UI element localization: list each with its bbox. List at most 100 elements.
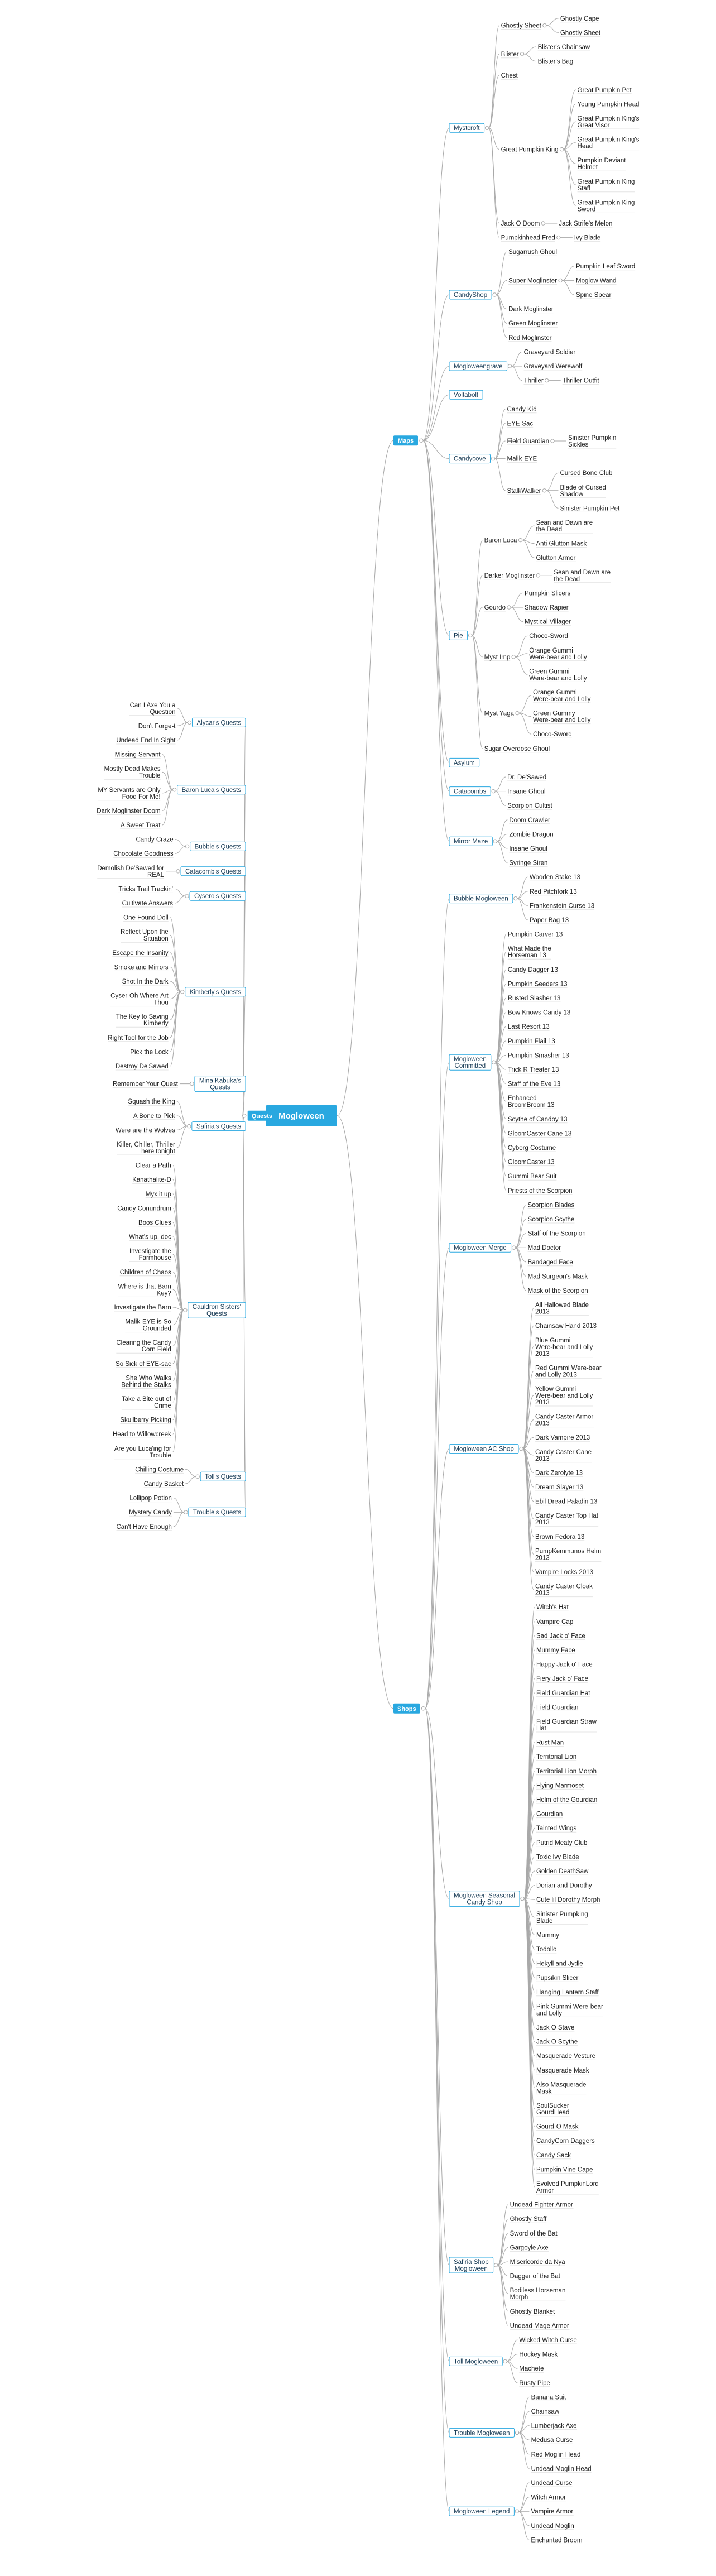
collapse-toggle-icon[interactable] [520,1896,525,1901]
leaf-item: Red Pitchfork 13 [530,889,577,895]
topic-node-label: Toll Mogloween [454,2358,498,2365]
collapse-toggle-icon[interactable] [180,990,185,994]
collapse-toggle-icon[interactable] [187,720,192,725]
collapse-toggle-icon[interactable] [184,1510,188,1514]
collapse-toggle-icon[interactable] [491,456,496,461]
collapse-toggle-icon[interactable] [511,1245,516,1250]
collapse-toggle-icon[interactable] [185,844,190,849]
collapse-toggle-icon[interactable] [558,278,563,283]
connector-line [174,895,186,904]
topic-node-baron-luca-s-quests[interactable] [177,785,246,795]
topic-node-mogloween-seasonal-candy-shop[interactable] [449,1891,520,1907]
collapse-toggle-icon[interactable] [491,789,496,794]
connector-line [170,991,181,1067]
topic-node-safiria-s-quests[interactable] [191,1121,246,1131]
topic-node-alycar-s-quests[interactable] [191,717,246,727]
leaf-item: Dorian and Dorothy [536,1883,592,1889]
leaf-item: Witch's Hat [536,1604,569,1611]
connector-line [185,1469,196,1477]
collapse-toggle-icon[interactable] [556,235,561,240]
collapse-toggle-icon[interactable] [559,147,564,152]
topic-node-catacombs[interactable] [449,786,491,797]
topic-node-trouble-mogloween[interactable] [449,2428,515,2438]
collapse-toggle-icon[interactable] [187,1124,191,1129]
leaf-item: Undead Fighter Armor [510,2202,573,2209]
collapse-toggle-icon[interactable] [492,292,497,297]
connector-line [162,789,173,826]
topic-node-bubble-mogloween[interactable] [449,894,513,904]
collapse-toggle-icon[interactable] [503,2359,507,2364]
collapse-toggle-icon[interactable] [511,655,516,659]
leaf-item: Helm of the Gourdian [536,1797,597,1803]
topic-node-toll-mogloween[interactable] [449,2356,503,2366]
topic-node-mystcroft[interactable] [449,123,485,133]
collapse-toggle-icon[interactable] [176,869,180,874]
branch-node-quests[interactable] [247,1110,276,1121]
collapse-toggle-icon[interactable] [520,52,525,56]
leaf-item: Territorial Lion [536,1754,576,1760]
topic-node-kimberly-s-quests[interactable] [185,987,246,997]
topic-node-voltabolt[interactable] [449,390,483,400]
collapse-toggle-icon[interactable] [195,1474,200,1479]
topic-node-mogloweengrave[interactable] [449,361,508,371]
connector-line [495,1062,507,1148]
collapse-toggle-icon[interactable] [185,894,189,898]
topic-node-mogloween-legend[interactable] [449,2506,515,2516]
branch-node-maps[interactable] [393,435,418,446]
topic-node-bubble-s-quests[interactable] [190,841,246,851]
leaf-item: Choco-Sword [529,633,568,640]
collapse-toggle-icon[interactable] [419,438,424,443]
leaf-item: Thriller Outfit [563,378,600,385]
topic-node-mogloween-merge[interactable] [449,1243,512,1253]
collapse-toggle-icon[interactable] [515,2430,520,2435]
collapse-toggle-icon[interactable] [536,573,541,578]
collapse-toggle-icon[interactable] [183,1308,188,1312]
collapse-toggle-icon[interactable] [172,788,177,792]
collapse-toggle-icon[interactable] [421,1706,426,1711]
topic-node-pie[interactable] [449,630,468,640]
collapse-toggle-icon[interactable] [190,1081,194,1086]
branch-node-shops[interactable] [393,1703,420,1714]
topic-node-cysero-s-quests[interactable] [189,891,246,901]
topic-node-trouble-s-quests[interactable] [188,1507,246,1517]
leaf-item: Enchanted Broom [531,2537,582,2544]
topic-node-cauldron-sisters-quests[interactable] [188,1302,246,1318]
collapse-toggle-icon[interactable] [507,605,511,610]
collapse-toggle-icon[interactable] [541,221,545,226]
topic-node-mina-kabuka-s-quests[interactable] [194,1076,246,1092]
topic-node-toll-s-quests[interactable] [200,1471,246,1481]
topic-node-mogloween-ac-shop[interactable] [449,1444,519,1454]
topic-node-catacomb-s-quests[interactable] [180,866,246,876]
connector-line [523,1870,535,1899]
topic-node-mogloween-committed[interactable] [449,1054,492,1071]
collapse-toggle-icon[interactable] [242,1114,247,1118]
collapse-toggle-icon[interactable] [519,1446,523,1451]
topic-node-safiria-shop-mogloween[interactable] [449,2257,494,2273]
collapse-toggle-icon[interactable] [518,538,523,543]
collapse-toggle-icon[interactable] [542,488,547,493]
collapse-toggle-icon[interactable] [493,839,498,843]
collapse-toggle-icon[interactable] [515,2509,520,2513]
topic-node-asylum[interactable] [449,757,480,767]
collapse-toggle-icon[interactable] [545,378,549,383]
collapse-toggle-icon[interactable] [542,23,547,28]
collapse-toggle-icon[interactable] [513,896,518,901]
collapse-toggle-icon[interactable] [507,364,512,368]
collapse-toggle-icon[interactable] [515,711,520,716]
collapse-toggle-icon[interactable] [492,1060,496,1064]
collapse-toggle-icon[interactable] [550,439,555,443]
collapse-toggle-icon[interactable] [493,2263,498,2267]
topic-node-candyshop[interactable] [449,290,492,300]
collapse-toggle-icon[interactable] [468,633,473,638]
topic-node-candycove[interactable] [449,454,491,464]
root-node[interactable] [266,1105,337,1126]
collapse-toggle-icon[interactable] [484,126,489,130]
topic-node-mirror-maze[interactable] [449,836,493,846]
connector-line [172,1289,184,1311]
leaf-item: Bandaged Face [528,1259,573,1266]
connector-line [522,1395,534,1450]
